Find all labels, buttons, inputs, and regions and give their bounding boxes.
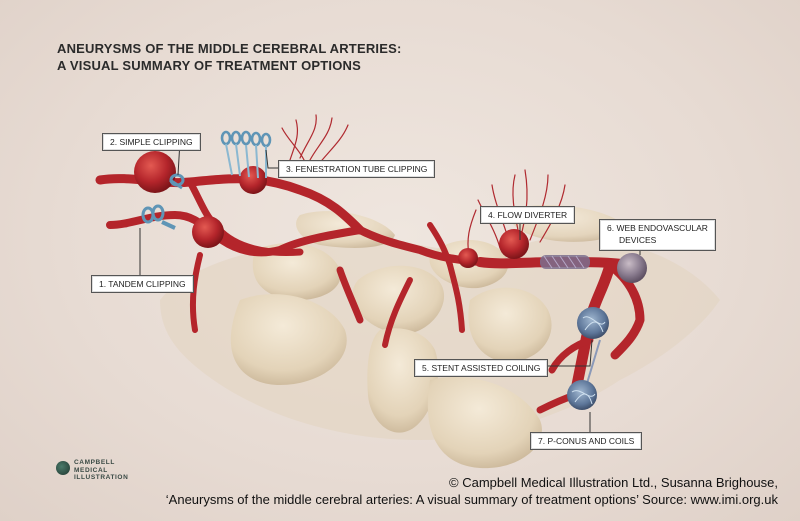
flow-diverter-stent (540, 255, 590, 269)
label-web-endovascular-devices: 6. WEB ENDOVASCULAR DEVICES (599, 219, 716, 251)
label-simple-clipping: 2. SIMPLE CLIPPING (102, 133, 201, 151)
logo-line-2: MEDICAL (74, 466, 108, 474)
simple-clip (169, 173, 185, 190)
pconus-coil (567, 380, 597, 410)
aneurysms (134, 151, 529, 268)
page-title: ANEURYSMS OF THE MIDDLE CEREBRAL ARTERIE… (57, 40, 402, 74)
title-line-2: A VISUAL SUMMARY OF TREATMENT OPTIONS (57, 58, 362, 73)
fenestration-clips (220, 130, 272, 179)
logo-mark-icon (56, 461, 70, 475)
credit-line-1: © Campbell Medical Illustration Ltd., Su… (449, 475, 778, 490)
logo-line-3: ILLUSTRATION (74, 474, 129, 481)
title-line-1: ANEURYSMS OF THE MIDDLE CEREBRAL ARTERIE… (57, 41, 402, 56)
logo-text: CAMPBELL MEDICAL ILLUSTRATION (74, 459, 128, 482)
label-p-conus-and-coils: 7. P-CONUS AND COILS (530, 432, 643, 450)
web-label-line-2: DEVICES (619, 235, 657, 245)
web-label-line-1: 6. WEB ENDOVASCULAR (607, 223, 708, 233)
label-fenestration-tube-clipping: 3. FENESTRATION TUBE CLIPPING (278, 160, 436, 178)
credit-line-2: ‘Aneurysms of the middle cerebral arteri… (165, 492, 778, 507)
campbell-logo: CAMPBELL MEDICAL ILLUSTRATION (56, 459, 136, 485)
label-flow-diverter: 4. FLOW DIVERTER (480, 206, 576, 224)
tandem-clips (141, 204, 176, 230)
label-tandem-clipping: 1. TANDEM CLIPPING (91, 275, 194, 293)
logo-line-1: CAMPBELL (74, 459, 115, 466)
label-stent-assisted-coiling: 5. STENT ASSISTED COILING (414, 359, 549, 377)
web-device (617, 253, 647, 283)
copyright-credit: © Campbell Medical Illustration Ltd., Su… (166, 474, 778, 508)
